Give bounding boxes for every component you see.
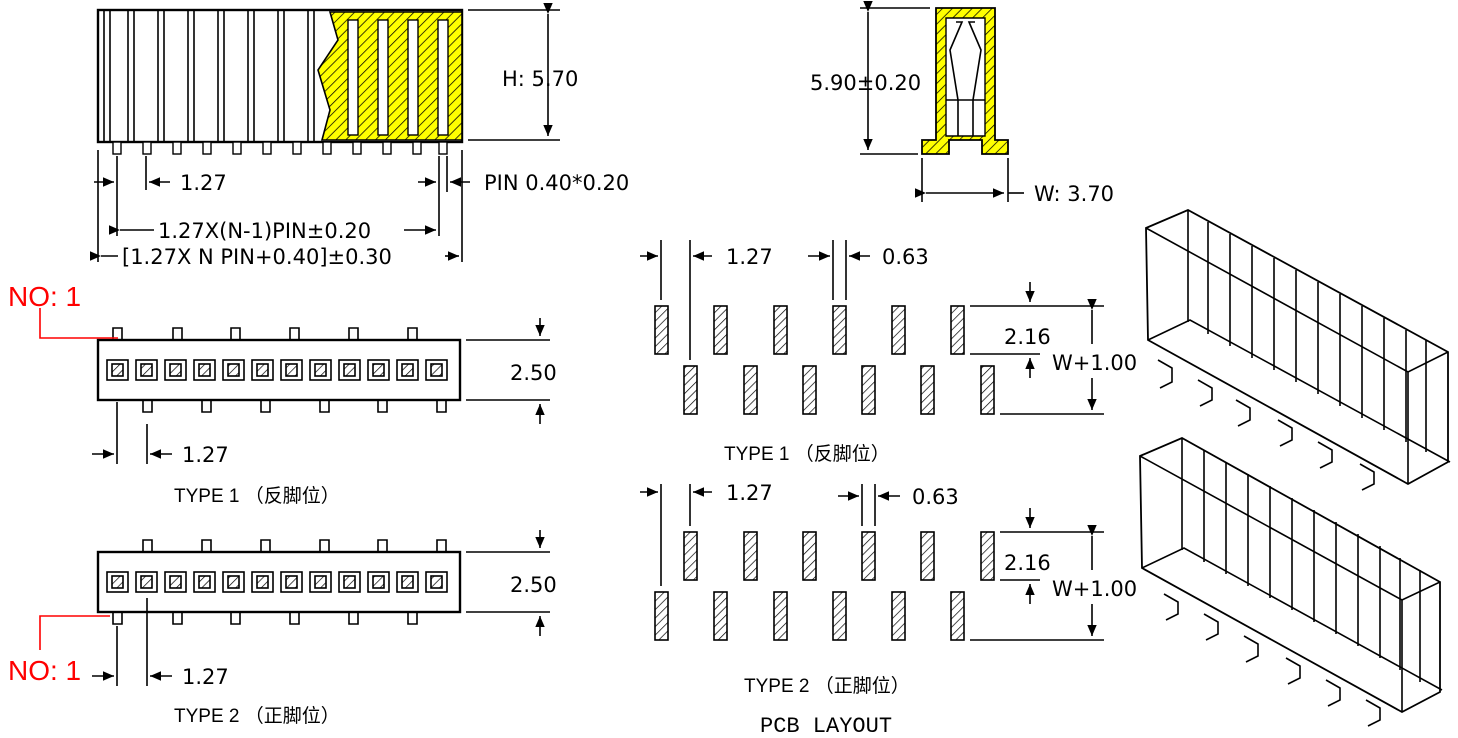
total-length-dimension: [1.27X N PIN+0.40]±0.30 <box>122 245 392 269</box>
type2-body-width: 2.50 <box>510 573 557 597</box>
type2-pins <box>112 539 447 625</box>
pcb-type2: 1.27 0.63 2.16 W+1.00 TYPE 2 （正脚位） PCB L… <box>640 481 1137 738</box>
pcb1-pitch: 1.27 <box>726 245 773 269</box>
type2-top-view: 2.50 1.27 NO: 1 TYPE 2 （正脚位） <box>8 530 557 727</box>
side-height-dimension: 5.90±0.20 <box>810 71 921 95</box>
type1-slots <box>106 359 448 381</box>
iso-view-type2 <box>1139 436 1443 727</box>
pcb-layout-title: PCB LAYOUT <box>760 714 892 738</box>
type2-body <box>96 550 462 614</box>
type1-body <box>96 338 462 402</box>
pcb2-pitch: 1.27 <box>726 481 773 505</box>
side-view: 5.90±0.20 W: 3.70 <box>810 0 1114 206</box>
front-view: H: 5.70 1.27 PIN 0.40*0.20 1.27X(N-1)PIN… <box>89 2 629 269</box>
pcb1-pads <box>654 305 995 415</box>
pcb2-pad-gap: 0.63 <box>912 485 959 509</box>
front-pins <box>112 141 448 155</box>
pin-size-dimension: PIN 0.40*0.20 <box>484 171 629 195</box>
type2-slots <box>106 571 448 593</box>
pcb2-caption: TYPE 2 （正脚位） <box>744 675 910 697</box>
type1-caption: TYPE 1 （反脚位） <box>174 485 340 507</box>
type2-pin1-leader <box>39 615 110 650</box>
cutaway-contacts <box>347 19 449 136</box>
type1-pins <box>112 327 447 413</box>
pcb1-row-spacing: W+1.00 <box>1052 351 1137 375</box>
width-dimension: W: 3.70 <box>1034 182 1114 206</box>
height-dimension: H: 5.70 <box>502 67 578 91</box>
type1-pin1-leader <box>39 308 118 339</box>
iso-view-type1 <box>1145 209 1451 491</box>
type2-pitch: 1.27 <box>182 665 229 689</box>
pcb-type1: 1.27 0.63 2.16 W+1.00 TYPE 1 （反脚位） <box>640 240 1137 465</box>
pcb1-pad-length: 2.16 <box>1004 325 1051 349</box>
pcb2-row-spacing: W+1.00 <box>1052 577 1137 601</box>
front-pitch-dimension: 1.27 <box>180 171 227 195</box>
front-slats <box>103 10 315 142</box>
pcb1-caption: TYPE 1 （反脚位） <box>724 443 890 465</box>
type1-body-width: 2.50 <box>510 361 557 385</box>
type1-pitch: 1.27 <box>182 443 229 467</box>
pin-span-dimension: 1.27X(N-1)PIN±0.20 <box>158 219 371 243</box>
type1-top-view: 2.50 1.27 NO: 1 TYPE 1 （反脚位） <box>8 281 557 507</box>
type2-caption: TYPE 2 （正脚位） <box>174 705 340 727</box>
pcb2-pads <box>654 531 995 641</box>
pcb2-pad-length: 2.16 <box>1004 551 1051 575</box>
type1-pin1-label: NO: 1 <box>8 281 81 312</box>
pcb1-pad-gap: 0.63 <box>882 245 929 269</box>
type2-pin1-label: NO: 1 <box>8 655 81 686</box>
